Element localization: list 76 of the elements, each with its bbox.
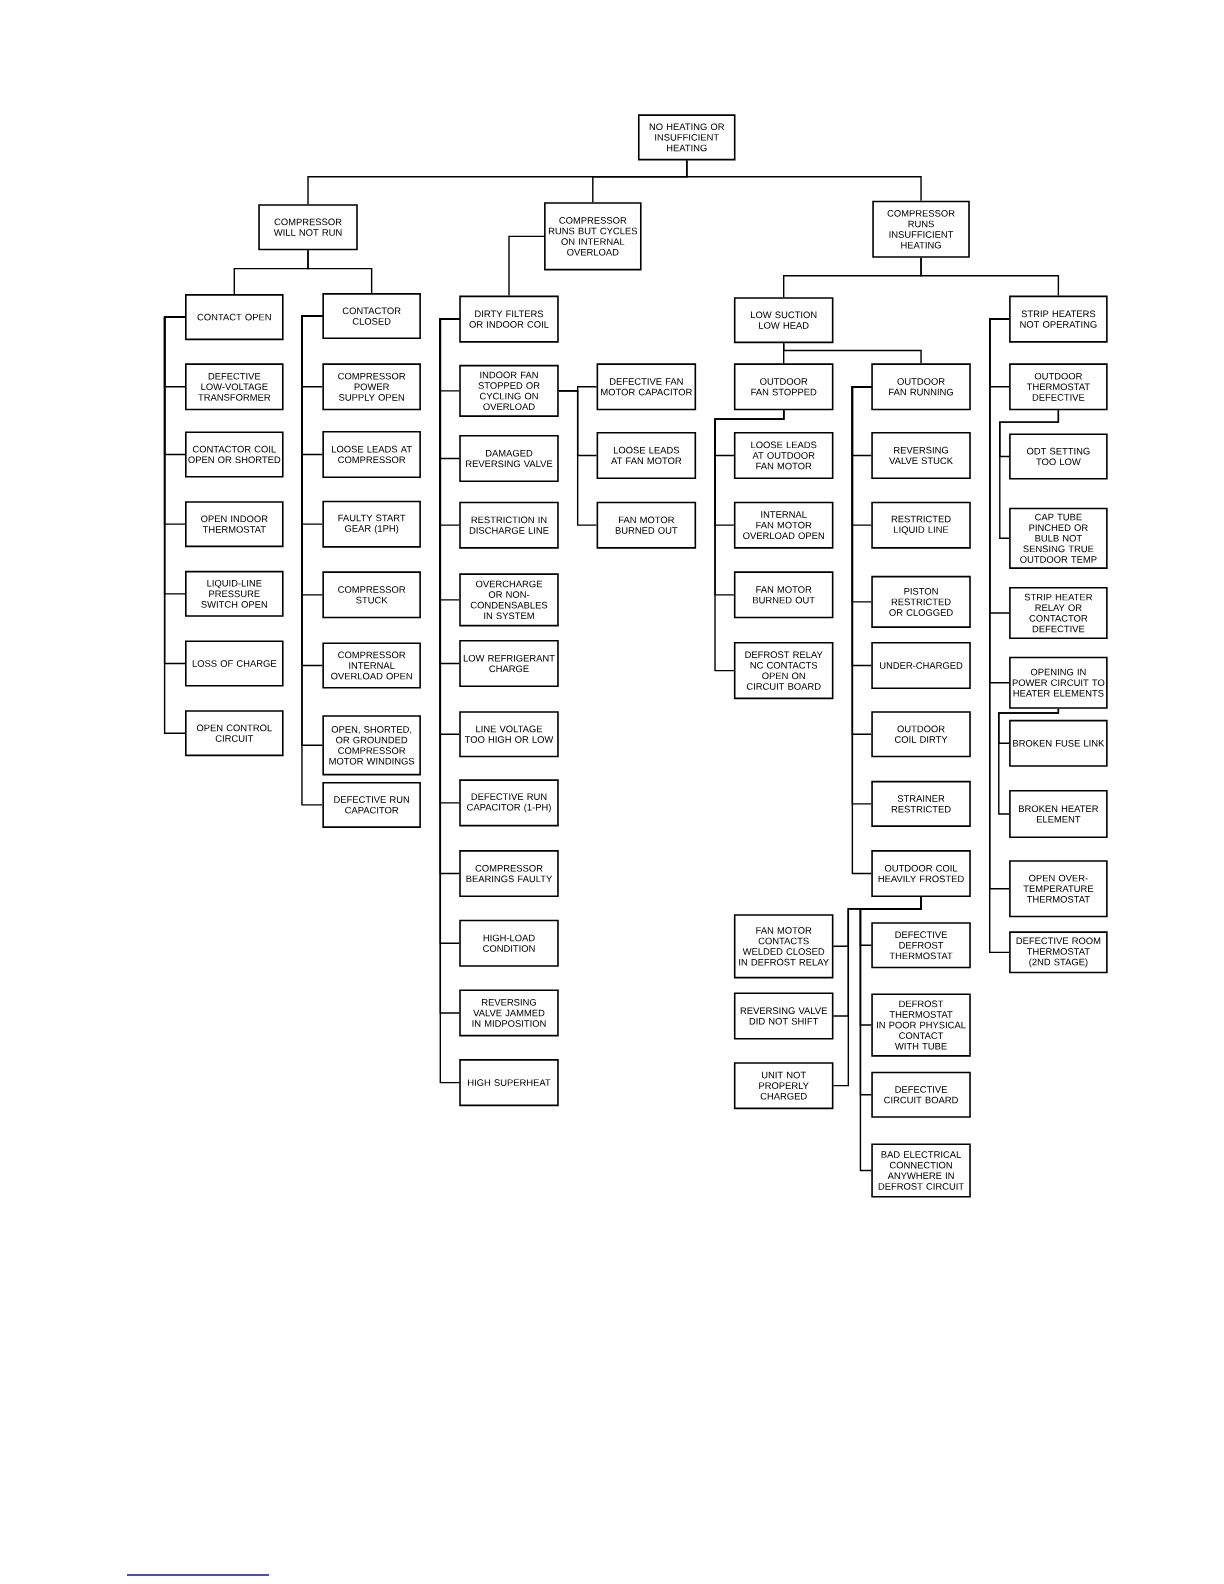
connector-line [714, 409, 785, 672]
connector-line [163, 316, 186, 734]
cause-box: OVERCHARGE OR NON-CONDENSABLES IN SYSTEM [459, 573, 559, 627]
connector-line [307, 249, 373, 294]
cause-box: DAMAGED REVERSING VALVE [459, 435, 559, 483]
cause-box: PISTON RESTRICTED OR CLOGGED [871, 575, 971, 628]
cause-box: STRAINER RESTRICTED [871, 780, 971, 827]
cause-box: UNIT NOT PROPERLY CHARGED [733, 1062, 834, 1110]
cause-box: FAN MOTOR BURNED OUT [596, 501, 697, 549]
cause-box: COMPRESSOR WILL NOT RUN [258, 204, 358, 251]
cause-box: HIGH SUPERHEAT [459, 1059, 559, 1107]
cause-box: COMPRESSOR STUCK [322, 571, 421, 619]
cause-box: OPEN INDOOR THERMOSTAT [185, 501, 284, 548]
cause-box: LINE VOLTAGE TOO HIGH OR LOW [459, 711, 559, 758]
cause-box: OUTDOOR COIL HEAVILY FROSTED [871, 850, 971, 898]
cause-box: LOW SUCTION LOW HEAD [733, 297, 834, 344]
cause-box: STRIP HEATERS NOT OPERATING [1009, 295, 1108, 343]
cause-box: DEFROST RELAY NC CONTACTS OPEN ON CIRCUIT BOARD [733, 642, 834, 700]
cause-box: REVERSING VALVE STUCK [871, 431, 971, 479]
cause-box: LOW REFRIGERANT CHARGE [459, 640, 559, 688]
cause-box: DEFROST THERMOSTAT IN POOR PHYSICAL CONTACT WITH TUBE [871, 993, 971, 1057]
connector-line [508, 235, 545, 297]
connector-line [998, 708, 1060, 815]
connector-line [686, 159, 922, 202]
cause-box: FAN MOTOR BURNED OUT [733, 571, 834, 619]
cause-box: OUTDOOR COIL DIRTY [871, 711, 971, 758]
cause-box: CONTACTOR CLOSED [322, 293, 421, 340]
cause-box: DEFECTIVE CIRCUIT BOARD [871, 1071, 971, 1118]
cause-box: LOOSE LEADS AT OUTDOOR FAN MOTOR [733, 431, 834, 479]
cause-box: CONTACT OPEN [185, 294, 284, 341]
cause-box: COMPRESSOR INTERNAL OVERLOAD OPEN [322, 642, 421, 689]
cause-box: BROKEN FUSE LINK [1009, 719, 1108, 767]
cause-box: DIRTY FILTERS OR INDOOR COIL [459, 295, 559, 343]
cause-box: FAULTY START GEAR (1PH) [322, 500, 421, 548]
cause-box: OUTDOOR FAN STOPPED [733, 363, 834, 411]
cause-box: HIGH-LOAD CONDITION [459, 919, 559, 967]
cause-box: RESTRICTION IN DISCHARGE LINE [459, 501, 559, 549]
cause-box: BROKEN HEATER ELEMENT [1009, 789, 1108, 838]
cause-box: OUTDOOR FAN RUNNING [871, 363, 971, 411]
cause-box: LOOSE LEADS AT FAN MOTOR [596, 431, 697, 479]
cause-box: RESTRICTED LIQUID LINE [871, 501, 971, 549]
cause-box: CAP TUBE PINCHED OR BULB NOT SENSING TRUE OUTDOOR TEMP [1009, 507, 1108, 569]
cause-box: FAN MOTOR CONTACTS WELDED CLOSED IN DEFROST RELAY [733, 914, 834, 979]
cause-box: CONTACTOR COIL OPEN OR SHORTED [185, 431, 284, 478]
cause-box: INDOOR FAN STOPPED OR CYCLING ON OVERLOAD [459, 364, 559, 417]
cause-box: REVERSING VALVE DID NOT SHIFT [733, 992, 834, 1040]
cause-box: OPENING IN POWER CIRCUIT TO HEATER ELEMENTS [1009, 656, 1108, 709]
cause-box: BAD ELECTRICAL CONNECTION ANYWHERE IN DEFROST CIRCUIT [871, 1143, 971, 1198]
connector-line [859, 896, 922, 1172]
cause-box: LOOSE LEADS AT COMPRESSOR [322, 430, 421, 478]
cause-box: NO HEATING OR INSUFFICIENT HEATING [637, 114, 736, 161]
cause-box: COMPRESSOR RUNS BUT CYCLES ON INTERNAL OVERLOAD [544, 202, 642, 271]
cause-box: OPEN OVER-TEMPERATURE THERMOSTAT [1009, 860, 1108, 918]
connector-line [999, 409, 1060, 539]
cause-box: LOSS OF CHARGE [185, 640, 284, 687]
cause-box: INTERNAL FAN MOTOR OVERLOAD OPEN [733, 501, 834, 549]
connector-line [920, 257, 1060, 297]
cause-box: LIQUID-LINE PRESSURE SWITCH OPEN [185, 570, 284, 617]
connector-line [783, 342, 922, 364]
cause-box: STRIP HEATER RELAY OR CONTACTOR DEFECTIVE [1009, 586, 1108, 640]
connector-line [558, 390, 598, 526]
cause-box: COMPRESSOR BEARINGS FAULTY [459, 850, 559, 898]
cause-box: COMPRESSOR POWER SUPPLY OPEN [322, 363, 421, 411]
cause-box: DEFECTIVE DEFROST THERMOSTAT [871, 922, 971, 969]
cause-box: OPEN, SHORTED, OR GROUNDED COMPRESSOR MOTOR WINDINGS [322, 715, 421, 776]
cause-box: REVERSING VALVE JAMMED IN MIDPOSITION [459, 989, 559, 1037]
cause-box: DEFECTIVE LOW-VOLTAGE TRANSFORMER [185, 363, 284, 411]
cause-box: OPEN CONTROL CIRCUIT [185, 710, 284, 757]
cause-box: DEFECTIVE ROOM THERMOSTAT (2ND STAGE) [1009, 931, 1108, 974]
cause-box: COMPRESSOR RUNS INSUFFICIENT HEATING [872, 200, 970, 258]
cause-box: ODT SETTING TOO LOW [1009, 433, 1108, 480]
cause-box: OUTDOOR THERMOSTAT DEFECTIVE [1009, 363, 1108, 411]
cause-box: DEFECTIVE FAN MOTOR CAPACITOR [596, 363, 697, 411]
cause-box: DEFECTIVE RUN CAPACITOR (1-PH) [459, 779, 559, 827]
cause-box: DEFECTIVE RUN CAPACITOR [322, 781, 421, 828]
cause-box: UNDER-CHARGED [871, 642, 971, 690]
